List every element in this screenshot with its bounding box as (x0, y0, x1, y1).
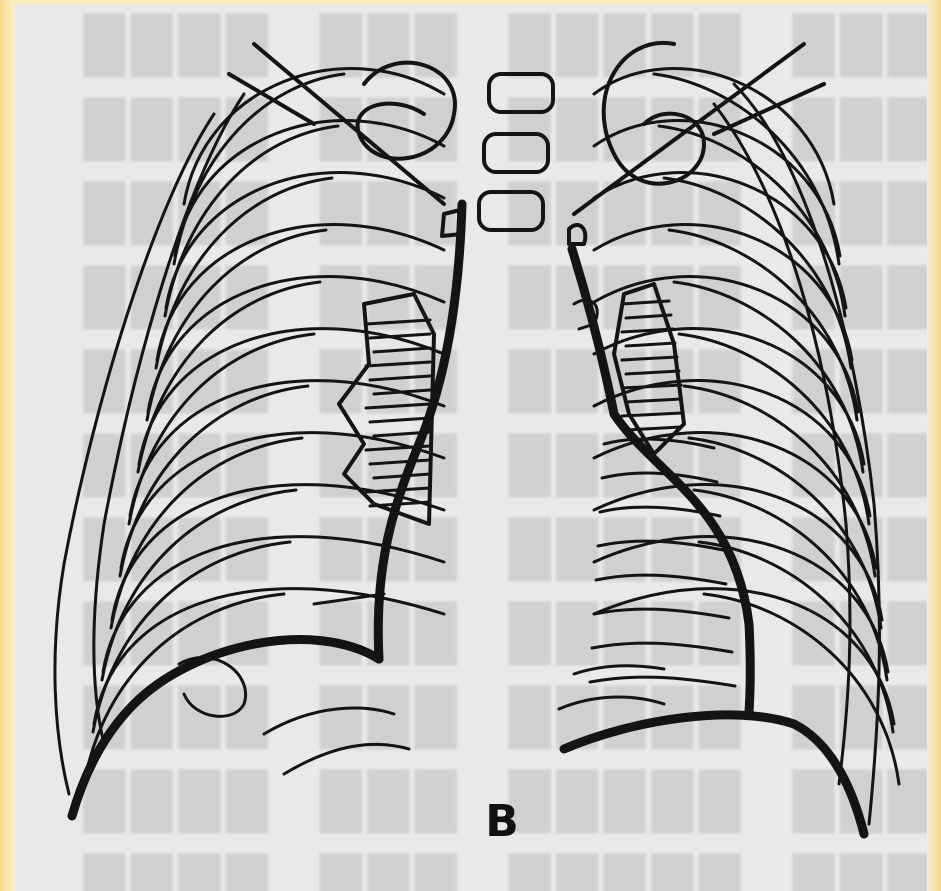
right-soft-tissue-line (574, 666, 664, 674)
right-hilum-hatch (626, 343, 675, 346)
left-anterior-rib (84, 594, 284, 784)
right-posterior-rib (594, 537, 888, 672)
right-lower-rib-segment (596, 575, 726, 584)
chest-xray-schematic (14, 4, 927, 891)
right-clavicle-loop (604, 43, 704, 184)
vertebrae (479, 74, 553, 230)
right-diaphragm (564, 715, 864, 834)
left-hilum-hatch (370, 460, 430, 464)
vertebra (479, 192, 543, 230)
right-hilum-hatch (626, 371, 679, 374)
right-clavicle-line (714, 84, 824, 134)
soft-tissue-lines (179, 300, 664, 774)
right-hilum-hatch (622, 357, 677, 360)
left-cardiac-line (314, 594, 384, 604)
bold-contours (72, 204, 864, 834)
vertebra (484, 134, 548, 172)
right-soft-tissue-line (559, 697, 664, 709)
right-lower-rib-segment (602, 473, 717, 482)
right-lower-rib-segment (592, 643, 732, 652)
figure-panel-label: B (476, 796, 528, 847)
vertebra (489, 74, 553, 112)
left-heart-border (378, 204, 462, 659)
left-posterior-rib (94, 589, 444, 724)
right-lower-rib-segment (594, 609, 729, 618)
left-hilum-hatch (366, 404, 430, 408)
left-hilum-hatch (366, 320, 430, 324)
left-anterior-rib (156, 178, 332, 368)
right-hilum-hatch (626, 399, 681, 402)
right-lower-rib-segment (590, 677, 735, 686)
right-posterior-rib (594, 121, 840, 256)
left-lung-rib-lattice (55, 69, 444, 794)
left-soft-tissue-line (264, 708, 394, 734)
left-hilum-hatch (374, 390, 430, 394)
right-hilum-hatch (626, 427, 681, 430)
right-clavicle-tip (569, 225, 585, 244)
left-hilum-hatch (374, 348, 430, 352)
left-lateral-contour (55, 114, 214, 794)
left-hilum-hatching (339, 294, 434, 524)
left-hilum-hatch (366, 362, 430, 366)
left-diaphragm (72, 640, 379, 816)
left-hilum-hatch (370, 376, 430, 380)
scanned-figure: ████ ███ █████ ███ ████ ████ ███ █████ █… (14, 4, 927, 891)
left-hilum-hatch (370, 418, 430, 422)
left-soft-tissue-line (284, 744, 409, 774)
right-hilum-hatch (622, 385, 681, 388)
